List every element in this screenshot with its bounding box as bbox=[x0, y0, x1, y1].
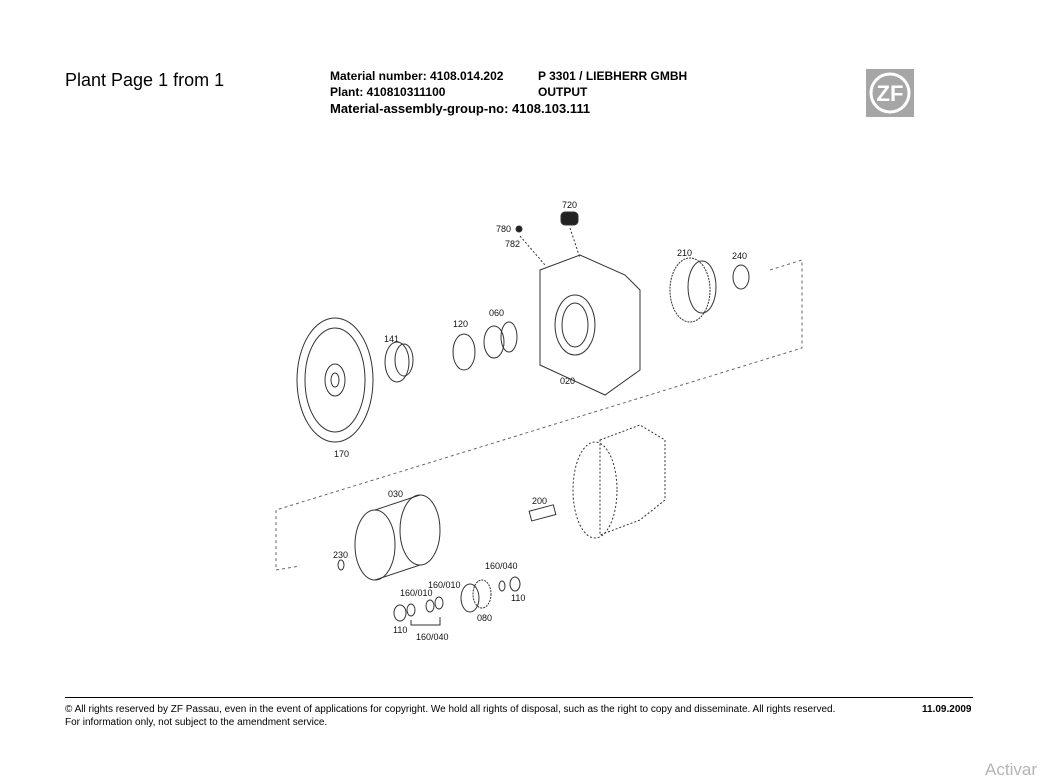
part-label: 030 bbox=[388, 489, 403, 499]
part-label: 080 bbox=[477, 613, 492, 623]
part-label: 160/040 bbox=[416, 632, 449, 642]
part-label: 160/010 bbox=[428, 580, 461, 590]
assembly-group-number: Material-assembly-group-no: 4108.103.111 bbox=[330, 101, 591, 116]
part-label: 141 bbox=[384, 334, 399, 344]
plant: Plant: 410810311100 bbox=[330, 85, 446, 99]
part-label: 780 bbox=[496, 224, 511, 234]
copyright-notice: © All rights reserved by ZF Passau, even… bbox=[65, 704, 836, 715]
part-label: 020 bbox=[560, 376, 575, 386]
part-label: 110 bbox=[393, 625, 407, 635]
part-label: 060 bbox=[489, 308, 504, 318]
customer: P 3301 / LIEBHERR GMBH bbox=[538, 69, 688, 83]
zf-logo: ZF bbox=[866, 69, 914, 117]
part-label: 210 bbox=[677, 248, 692, 258]
part-label: 160/010 bbox=[400, 588, 433, 598]
part-label: 160/040 bbox=[485, 561, 518, 571]
svg-text:ZF: ZF bbox=[877, 81, 904, 106]
part-label: 200 bbox=[532, 496, 547, 506]
footer-divider bbox=[65, 697, 973, 698]
part-label: 782 bbox=[505, 239, 520, 249]
part-label: 170 bbox=[334, 449, 349, 459]
part-label: 720 bbox=[562, 200, 577, 210]
document-date: 11.09.2009 bbox=[922, 704, 972, 715]
material-number: Material number: 4108.014.202 bbox=[330, 69, 504, 83]
page-title: Plant Page 1 from 1 bbox=[65, 70, 225, 90]
part-label: 230 bbox=[333, 550, 348, 560]
information-note: For information only, not subject to the… bbox=[65, 717, 328, 728]
group-name: OUTPUT bbox=[538, 85, 588, 99]
part-label: 240 bbox=[732, 251, 747, 261]
part-label: 120 bbox=[453, 319, 468, 329]
part-label: 110 bbox=[511, 593, 525, 603]
activation-watermark: Activar bbox=[985, 760, 1037, 779]
